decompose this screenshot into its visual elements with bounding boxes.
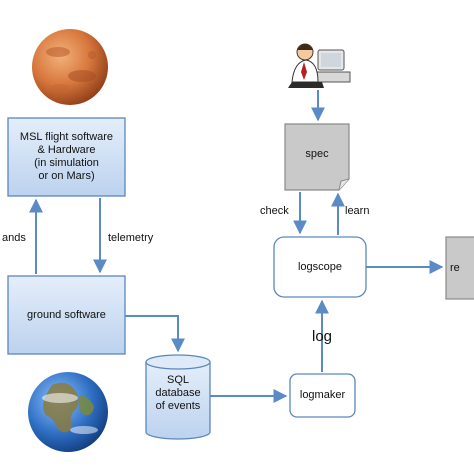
msl-flight-software-box — [7, 117, 126, 197]
sql-label: SQL database of events — [146, 368, 210, 418]
earth-globe-icon — [28, 372, 108, 452]
logmaker-label: logmaker — [299, 389, 346, 401]
spec-document — [284, 123, 350, 191]
sql-line-2: database — [155, 386, 201, 399]
engineer-at-computer-icon — [288, 43, 351, 88]
telemetry-edge-label: telemetry — [108, 232, 154, 244]
logmaker-box — [289, 373, 356, 418]
msl-line-2: & Hardware — [37, 144, 96, 156]
msl-line-4: or on Mars) — [38, 170, 95, 182]
log-edge-label: log — [312, 328, 333, 345]
result-label: re — [450, 261, 460, 274]
mars-planet-icon — [32, 29, 108, 105]
msl-line-1: MSL flight software — [19, 131, 114, 143]
sql-line-3: of events — [155, 399, 201, 412]
spec-label: spec — [305, 147, 329, 160]
ground-software-box — [7, 275, 126, 355]
result-box — [445, 236, 474, 300]
sql-line-1: SQL — [166, 373, 189, 386]
check-edge-label: check — [260, 205, 289, 217]
ground-software-label: ground software — [27, 308, 106, 321]
msl-box-label: MSL flight software & Hardware (in simul… — [8, 118, 125, 196]
ground-to-sql-arrow — [125, 315, 185, 353]
learn-edge-label: learn — [345, 205, 370, 217]
logscope-label: logscope — [297, 260, 343, 273]
commands-edge-label: ands — [2, 232, 26, 244]
sql-database-cylinder — [145, 354, 211, 440]
msl-line-3: (in simulation — [34, 157, 99, 169]
